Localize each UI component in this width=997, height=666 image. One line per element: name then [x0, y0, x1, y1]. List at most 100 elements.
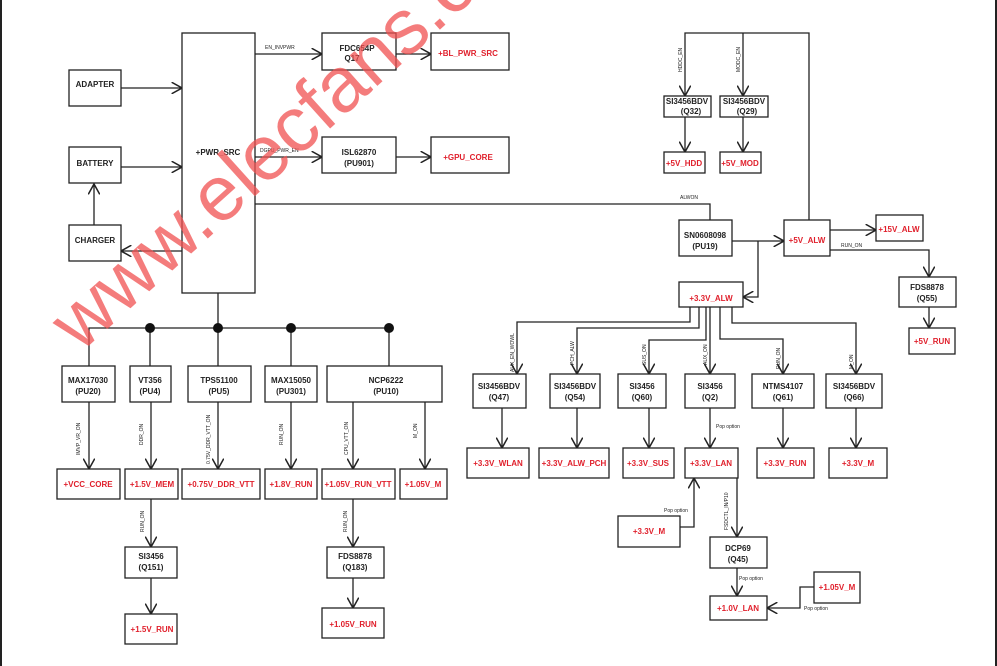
- rail-0v75-ddr-vtt: +0.75V_DDR_VTT: [181, 468, 261, 500]
- rail-3v3-alw-pch: +3.3V_ALW_PCH: [538, 447, 610, 479]
- signal-label: AUX_EN_WOWL: [510, 333, 516, 372]
- rail-label: +BL_PWR_SRC: [438, 49, 498, 58]
- block-charger: CHARGER: [68, 224, 122, 262]
- rail-5v-run: +5V_RUN: [908, 327, 956, 355]
- junction-dot: [286, 323, 296, 333]
- signal-label: Pop option: [716, 424, 740, 430]
- block-q45: DCP69 (Q45): [709, 536, 768, 569]
- block-q54: SI3456BDV (Q54): [549, 373, 601, 409]
- rail-label: +3.3V_SUS: [627, 459, 670, 468]
- block-label: SI3456: [629, 382, 655, 391]
- signal-label: PCH_ALW: [570, 341, 576, 365]
- block-label: FDS8878: [338, 552, 372, 561]
- block-label: SI3456: [138, 552, 164, 561]
- block-pwr-src: +PWR_SRC: [181, 32, 256, 294]
- rail-1v0-lan: +1.0V_LAN: [709, 595, 768, 621]
- wires: [89, 32, 929, 614]
- block-label: SI3456BDV: [723, 97, 766, 106]
- signal-label: Pop option: [664, 508, 688, 514]
- block-label: SI3456BDV: [666, 97, 709, 106]
- block-label: MAX17030: [68, 376, 109, 385]
- block-pu4: VT356 (PU4): [129, 365, 172, 403]
- block-q151: SI3456(Q151): [124, 546, 178, 579]
- block-q55: FDS8878 (Q55): [898, 276, 957, 308]
- block-sublabel: (Q61): [773, 393, 794, 402]
- signal-label: FSDCTL_IN/P10: [724, 492, 730, 530]
- signal-label: RUN_ON: [140, 510, 146, 532]
- rail-label: +3.3V_M: [633, 527, 666, 536]
- block-pu20: MAX17030 (PU20): [61, 365, 116, 403]
- rail-label: +1.05V_RUN_VTT: [325, 480, 392, 489]
- block-label: ADAPTER: [76, 80, 115, 89]
- signal-label: EN_INVPWR: [265, 45, 295, 51]
- rail-label: +3.3V_WLAN: [473, 459, 523, 468]
- junction-dot: [145, 323, 155, 333]
- block-label: FDS8878: [910, 283, 944, 292]
- block-sublabel: (PU4): [140, 387, 161, 396]
- rail-5v-alw: +5V_ALW: [783, 219, 831, 257]
- signal-label: DDR_ON: [139, 423, 145, 445]
- block-pu19: SN0608098(PU19): [678, 219, 733, 257]
- rail-3v3-run: +3.3V_RUN: [756, 447, 815, 479]
- rail-gpu-core: +GPU_CORE: [430, 136, 510, 174]
- junction-dots: [145, 323, 394, 333]
- block-pu5: TPS51100(PU5): [187, 365, 252, 403]
- signal-label: M_ON: [413, 423, 419, 438]
- block-sublabel: (Q54): [565, 393, 586, 402]
- rail-3v3-alw: +3.3V_ALW: [678, 281, 744, 308]
- block-label: +PWR_SRC: [196, 148, 241, 157]
- rail-bl-pwr-src: +BL_PWR_SRC: [430, 32, 510, 71]
- block-pu10: NCP6222 (PU10): [326, 365, 443, 403]
- rail-label: +VCC_CORE: [63, 480, 113, 489]
- signal-label: Pop option: [804, 606, 828, 612]
- signal-label: Pop option: [739, 576, 763, 582]
- block-sublabel: (Q183): [343, 563, 368, 572]
- rail-label: +5V_MOD: [721, 159, 759, 168]
- signal-label: DGPU_PWR_EN: [260, 148, 299, 154]
- block-sublabel: (PU901): [344, 159, 374, 168]
- rail-label: +5V_HDD: [666, 159, 702, 168]
- block-q61: NTMS4107(Q61): [751, 373, 815, 409]
- block-sublabel: (PU20): [75, 387, 101, 396]
- rail-label: +GPU_CORE: [443, 153, 493, 162]
- rail-label: +1.5V_RUN: [131, 625, 174, 634]
- rail-5v-mod: +5V_MOD: [719, 151, 762, 174]
- block-label: CHARGER: [75, 236, 116, 245]
- rail-3v3-m-pop: +3.3V_M: [617, 515, 681, 548]
- signal-label: HDDC_EN: [678, 47, 684, 72]
- block-sublabel: (Q29): [737, 107, 758, 116]
- signal-label: RUN_ON: [841, 243, 863, 249]
- block-label: BATTERY: [77, 159, 115, 168]
- rail-label: +3.3V_ALW_PCH: [542, 459, 607, 468]
- rail-1v5-run: +1.5V_RUN: [124, 613, 178, 645]
- block-q2: SI3456(Q2): [684, 373, 736, 409]
- block-label: TPS51100: [200, 376, 238, 385]
- rail-label: +3.3V_LAN: [690, 459, 732, 468]
- rail-15v-alw: +15V_ALW: [875, 214, 924, 242]
- block-label: SI3456BDV: [833, 382, 876, 391]
- junction-dot: [384, 323, 394, 333]
- signal-label: RUN_ON: [279, 423, 285, 445]
- signal-label: SUS_ON: [642, 344, 648, 365]
- block-q47: SI3456BDV(Q47): [472, 373, 527, 409]
- block-sublabel: (Q47): [489, 393, 510, 402]
- block-sublabel: (PU10): [373, 387, 399, 396]
- block-label: DCP69: [725, 544, 751, 553]
- block-q60: SI3456(Q60): [617, 373, 667, 409]
- rail-vcc-core: +VCC_CORE: [56, 468, 121, 500]
- signal-label: RUN_ON: [343, 510, 349, 532]
- block-label: NCP6222: [369, 376, 404, 385]
- block-sublabel: (Q45): [728, 555, 749, 564]
- block-q29: SI3456BDV(Q29): [719, 95, 769, 118]
- block-sublabel: (PU301): [276, 387, 306, 396]
- block-label: VT356: [138, 376, 162, 385]
- block-label: FDC654P: [339, 44, 375, 53]
- block-sublabel: (Q55): [917, 294, 938, 303]
- block-label: SI3456BDV: [554, 382, 597, 391]
- block-sublabel: Q17: [344, 54, 360, 63]
- signal-label: M_ON: [849, 354, 855, 369]
- signal-label: MODC_EN: [736, 47, 742, 72]
